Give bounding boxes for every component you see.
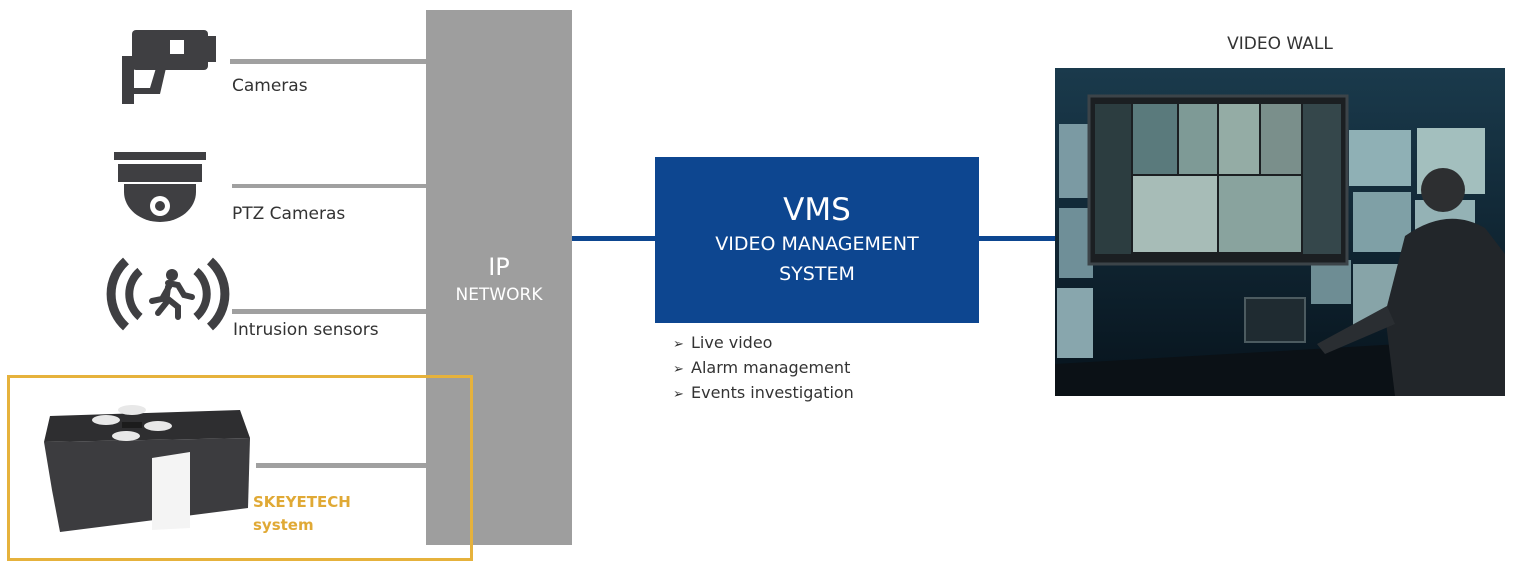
arrow-bullet-icon: ➢ (673, 362, 684, 377)
cameras-connector (230, 59, 428, 64)
vms-subtitle-line2: SYSTEM (779, 263, 855, 285)
vms-feature-list: ➢Live video ➢Alarm management ➢Events in… (673, 331, 854, 406)
skeyetech-label: SKEYETECH (253, 493, 351, 511)
drone-box-icon (44, 405, 250, 532)
intrusion-connector (232, 309, 428, 314)
vms-title: VMS (783, 192, 851, 228)
video-wall-photo (1055, 68, 1505, 396)
cctv-camera-icon (122, 30, 216, 104)
feature-item: ➢Live video (673, 331, 854, 356)
vms-subtitle-line1: VIDEO MANAGEMENT (715, 233, 919, 255)
feature-item: ➢Events investigation (673, 381, 854, 406)
vms-videowall-connector (978, 236, 1056, 241)
arrow-bullet-icon: ➢ (673, 337, 684, 352)
cameras-label: Cameras (232, 76, 308, 96)
vms-box: VMS VIDEO MANAGEMENT SYSTEM (655, 157, 979, 323)
skeyetech-connector (256, 463, 428, 468)
skeyetech-system-label: system (253, 516, 314, 534)
ip-network-bar: IP NETWORK (426, 10, 572, 545)
intrusion-sensor-icon (106, 257, 230, 331)
feature-item: ➢Alarm management (673, 356, 854, 381)
ptz-connector (232, 184, 428, 188)
skeyetech-frame (7, 375, 473, 561)
arrow-bullet-icon: ➢ (673, 387, 684, 402)
ptz-cameras-label: PTZ Cameras (232, 204, 346, 224)
intrusion-sensors-label: Intrusion sensors (233, 320, 379, 340)
ip-label: IP (488, 253, 510, 281)
video-wall-title: VIDEO WALL (1227, 34, 1333, 54)
network-label: NETWORK (455, 285, 543, 305)
ptz-dome-camera-icon (114, 152, 206, 222)
network-vms-connector (572, 236, 656, 241)
